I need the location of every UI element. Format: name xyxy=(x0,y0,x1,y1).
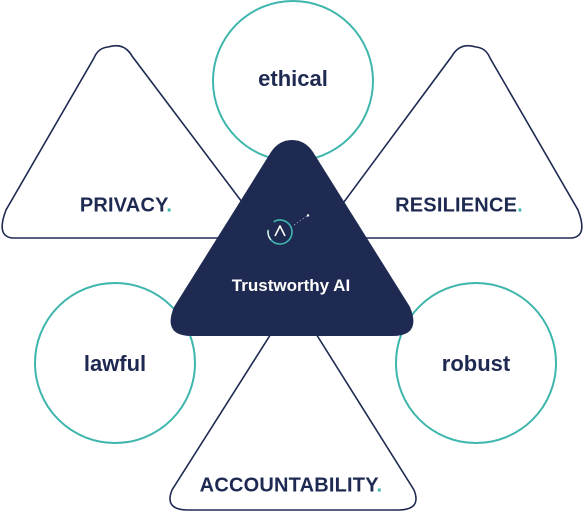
triangle-resilience xyxy=(334,44,583,239)
center-label: Trustworthy AI xyxy=(231,276,351,295)
triangle-label-accountability: ACCOUNTABILITY. xyxy=(200,475,383,498)
circle-label-robust: robust xyxy=(441,351,511,376)
chevron-up-logo-icon xyxy=(267,214,310,245)
accountability-text: ACCOUNTABILITY xyxy=(199,474,377,497)
circle-label-lawful: lawful xyxy=(83,351,147,376)
privacy-text: PRIVACY xyxy=(79,194,167,217)
resilience-dot: . xyxy=(517,194,523,217)
circle-lawful xyxy=(34,282,196,444)
circle-label-ethical: ethical xyxy=(258,66,328,91)
triangle-privacy xyxy=(1,44,252,239)
resilience-text: RESILIENCE xyxy=(395,194,518,217)
circle-robust xyxy=(395,282,557,444)
triangle-label-privacy: PRIVACY. xyxy=(80,195,172,218)
privacy-dot: . xyxy=(166,194,173,217)
center-triangle xyxy=(170,140,414,336)
triangle-label-resilience: RESILIENCE. xyxy=(395,195,523,218)
accountability-dot: . xyxy=(376,474,383,497)
